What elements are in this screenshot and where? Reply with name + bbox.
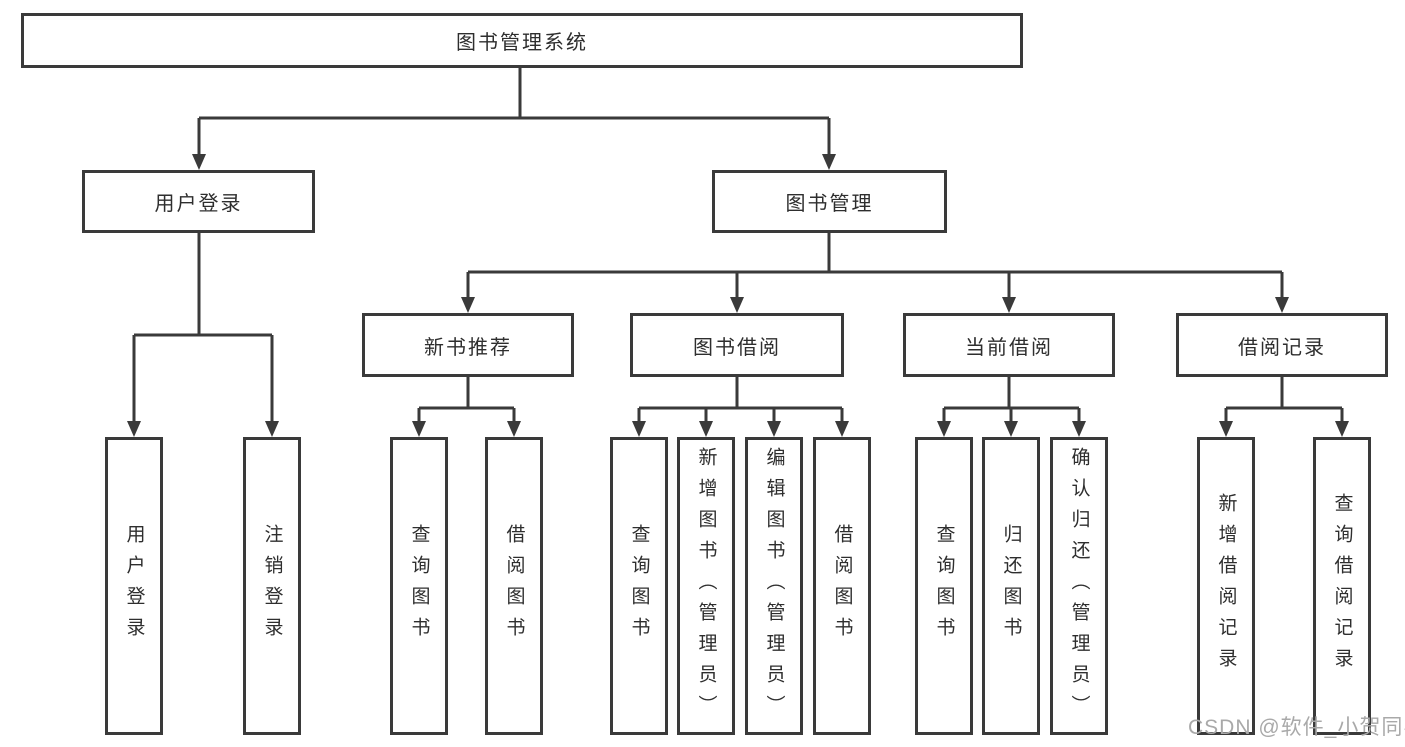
leaf-br-add-record: 新增借阅记录 xyxy=(1197,437,1255,735)
node-user-login-label: 用户登录 xyxy=(154,193,243,215)
connector-bookborrow-to-leaves xyxy=(637,377,844,421)
node-book-borrow: 图书借阅 xyxy=(630,313,844,377)
node-current-borrow: 当前借阅 xyxy=(903,313,1115,377)
leaf-cb-return-book-label: 归还图书 xyxy=(1000,524,1022,648)
leaf-bb-edit-book: 编辑图书（管理员） xyxy=(745,437,803,735)
connector-currentborrow-to-leaves xyxy=(942,377,1081,421)
leaf-br-query-record-label: 查询借阅记录 xyxy=(1331,493,1353,679)
node-borrow-record: 借阅记录 xyxy=(1176,313,1388,377)
leaf-bb-borrow-book: 借阅图书 xyxy=(813,437,871,735)
node-new-book-recommend-label: 新书推荐 xyxy=(424,336,512,359)
leaf-user-login: 用户登录 xyxy=(105,437,163,735)
leaf-nbr-borrow-book: 借阅图书 xyxy=(485,437,543,735)
leaf-cb-return-book: 归还图书 xyxy=(982,437,1040,735)
leaf-cb-query-book: 查询图书 xyxy=(915,437,973,735)
leaf-bb-query-book: 查询图书 xyxy=(610,437,668,735)
leaf-nbr-borrow-book-label: 借阅图书 xyxy=(503,524,525,648)
leaf-logout-label: 注销登录 xyxy=(261,524,283,648)
node-root-system-label: 图书管理系统 xyxy=(456,32,588,54)
leaf-bb-query-book-label: 查询图书 xyxy=(628,524,650,648)
node-root-system: 图书管理系统 xyxy=(21,13,1023,68)
connector-newbookrec-to-leaves xyxy=(417,377,516,421)
node-new-book-recommend: 新书推荐 xyxy=(362,313,574,377)
node-user-login: 用户登录 xyxy=(82,170,315,233)
leaf-cb-confirm-return-label: 确认归还（管理员） xyxy=(1068,446,1090,726)
node-book-management: 图书管理 xyxy=(712,170,947,233)
node-current-borrow-label: 当前借阅 xyxy=(965,336,1053,359)
leaf-bb-add-book: 新增图书（管理员） xyxy=(677,437,735,735)
leaf-bb-add-book-label: 新增图书（管理员） xyxy=(695,446,717,726)
leaf-logout: 注销登录 xyxy=(243,437,301,735)
connector-borrowrecord-to-leaves xyxy=(1224,377,1344,421)
leaf-cb-confirm-return: 确认归还（管理员） xyxy=(1050,437,1108,735)
leaf-nbr-query-book: 查询图书 xyxy=(390,437,448,735)
csdn-watermark: CSDN @软件_小贺同学 xyxy=(1188,716,1405,739)
node-book-borrow-label: 图书借阅 xyxy=(693,336,781,359)
leaf-user-login-label: 用户登录 xyxy=(123,524,145,648)
node-book-management-label: 图书管理 xyxy=(785,193,874,215)
leaf-bb-edit-book-label: 编辑图书（管理员） xyxy=(763,446,785,726)
leaf-cb-query-book-label: 查询图书 xyxy=(933,524,955,648)
connector-bookmgmt-to-level3 xyxy=(466,233,1284,297)
connector-root-to-level2 xyxy=(197,68,831,156)
connector-userlogin-to-leaves xyxy=(132,233,274,421)
leaf-br-add-record-label: 新增借阅记录 xyxy=(1215,493,1237,679)
leaf-nbr-query-book-label: 查询图书 xyxy=(408,524,430,648)
leaf-bb-borrow-book-label: 借阅图书 xyxy=(831,524,853,648)
arrowheads xyxy=(127,154,1349,437)
node-borrow-record-label: 借阅记录 xyxy=(1238,336,1326,359)
leaf-br-query-record: 查询借阅记录 xyxy=(1313,437,1371,735)
